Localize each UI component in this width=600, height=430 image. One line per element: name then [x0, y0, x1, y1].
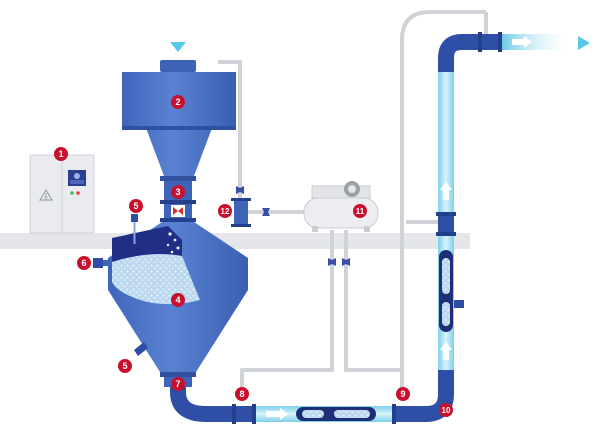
- callout-pressure-vessel: 4: [171, 293, 185, 307]
- svg-text:11: 11: [356, 207, 365, 216]
- svg-text:7: 7: [175, 379, 180, 389]
- inlet-arrow-icon: [170, 42, 186, 52]
- conveying-pipe-outlet: [438, 32, 590, 72]
- control-cabinet: [29, 154, 95, 234]
- callouts: 1 2 3 4 5 5 6 7 8 9 10 11 12: [54, 95, 453, 417]
- svg-text:5: 5: [133, 201, 138, 211]
- flow-arrow-icon: [266, 408, 288, 420]
- air-lines: [218, 10, 488, 392]
- callout-pipe-joint-a: 8: [235, 387, 249, 401]
- side-port: [93, 258, 109, 268]
- air-valve: [231, 198, 251, 227]
- callout-discharge-valve: 7: [171, 377, 185, 391]
- level-sensor-top: [131, 214, 138, 244]
- compressor: [303, 181, 379, 232]
- callout-pipe-bend: 10: [439, 403, 453, 417]
- svg-text:3: 3: [175, 187, 180, 197]
- flow-arrow-icon: [512, 36, 532, 48]
- outlet-arrow-icon: [578, 36, 590, 50]
- callout-side-port: 6: [77, 256, 91, 270]
- air-valves-small: [236, 186, 350, 266]
- level-sensor-bottom: [134, 342, 148, 356]
- electrical-warning-icon: [38, 188, 54, 201]
- floor-slab: [0, 233, 470, 249]
- callout-compressor: 11: [353, 204, 367, 218]
- conveying-pipe-vertical: [436, 70, 464, 370]
- callout-air-valve: 12: [218, 204, 232, 218]
- svg-text:9: 9: [400, 389, 405, 399]
- granular-material: [112, 254, 200, 305]
- svg-text:1: 1: [58, 149, 63, 159]
- flow-arrow-icon: [440, 342, 452, 360]
- callout-control-cabinet: 1: [54, 147, 68, 161]
- callout-pipe-joint-b: 9: [396, 387, 410, 401]
- svg-text:10: 10: [442, 406, 451, 415]
- svg-text:2: 2: [175, 97, 180, 107]
- hopper: [122, 60, 236, 181]
- svg-text:6: 6: [81, 258, 86, 268]
- svg-text:4: 4: [175, 295, 180, 305]
- callout-level-sensor-bottom: 5: [118, 359, 132, 373]
- indicator-green: [70, 191, 74, 195]
- conveying-pipe-horizontal: [170, 387, 412, 424]
- callout-inlet-valve: 3: [171, 185, 185, 199]
- svg-text:12: 12: [221, 207, 230, 216]
- callout-level-sensor-top: 5: [129, 199, 143, 213]
- svg-text:5: 5: [122, 361, 127, 371]
- callout-hopper: 2: [171, 95, 185, 109]
- flow-arrow-icon: [440, 182, 452, 200]
- svg-text:8: 8: [239, 389, 244, 399]
- indicator-red: [76, 191, 80, 195]
